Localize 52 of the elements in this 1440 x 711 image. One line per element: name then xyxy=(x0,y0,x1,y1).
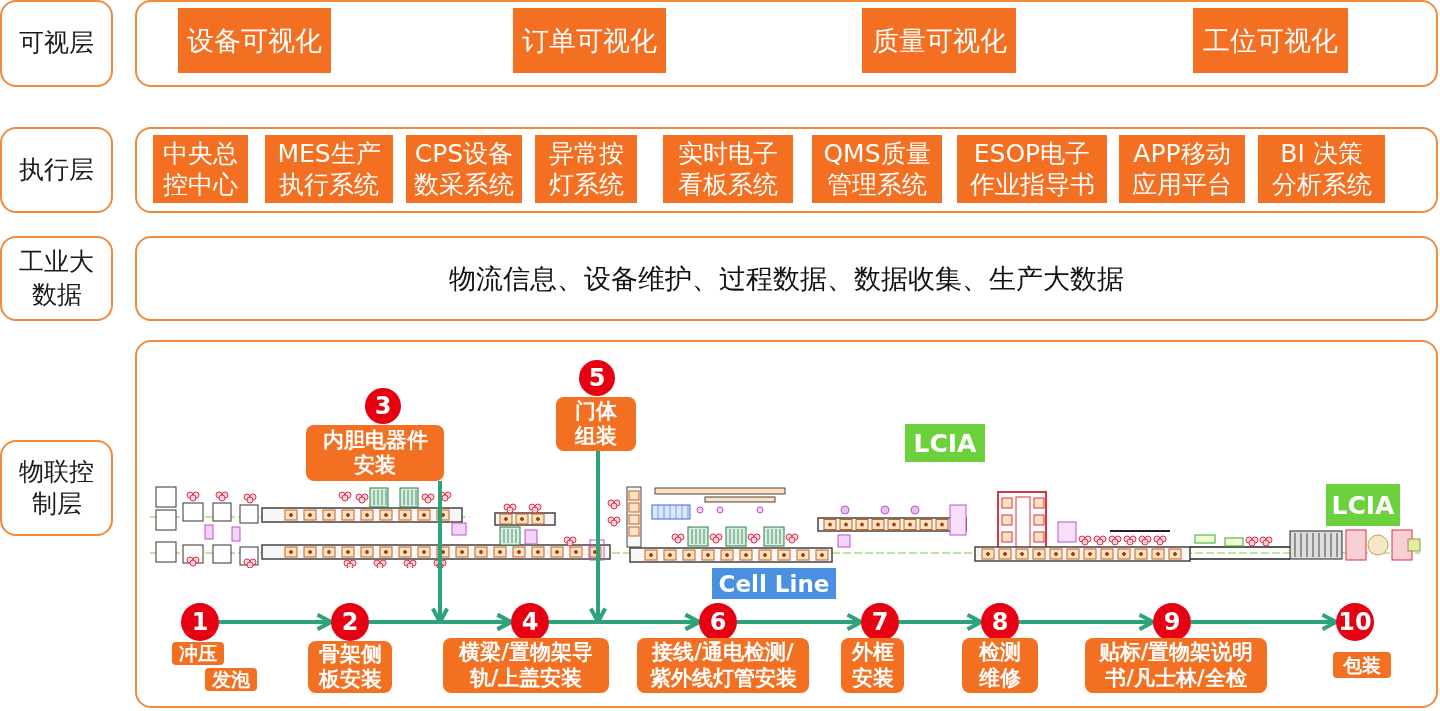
system-tile: BI 决策分析系统 xyxy=(1258,135,1385,203)
layer-label: 工业大数据 xyxy=(0,236,113,321)
arrow xyxy=(899,612,983,632)
layer-label: 物联控制层 xyxy=(0,440,113,536)
module-tile: 工位可视化 xyxy=(1193,8,1348,73)
step-label: 贴标/置物架说明书/凡士林/全检 xyxy=(1085,638,1267,693)
step-label: 内胆电器件安装 xyxy=(306,425,444,481)
layer-panel xyxy=(135,340,1438,708)
lcia-tag: LCIA xyxy=(905,424,985,462)
layer-label: 执行层 xyxy=(0,127,113,213)
system-tile: APP移动应用平台 xyxy=(1119,135,1245,203)
arrow xyxy=(1191,612,1338,632)
data-panel: 物流信息、设备维护、过程数据、数据收集、生产大数据 xyxy=(135,236,1438,321)
arrow xyxy=(1019,612,1155,632)
system-tile: CPS设备数采系统 xyxy=(406,135,522,203)
system-tile: 异常按灯系统 xyxy=(535,135,637,203)
step-label: 检测维修 xyxy=(962,638,1038,693)
step-number-marker: 10 xyxy=(1336,603,1374,641)
arrow xyxy=(219,612,333,632)
step-label: 接线/通电检测/紫外线灯管安装 xyxy=(637,638,809,693)
arrow xyxy=(589,451,699,631)
system-tile: ESOP电子作业指导书 xyxy=(957,135,1107,203)
cell-line-tag: Cell Line xyxy=(712,568,836,599)
step-label: 门体组装 xyxy=(556,397,636,451)
system-tile: MES生产执行系统 xyxy=(265,135,393,203)
step-number-marker: 1 xyxy=(181,603,219,641)
layer-panel xyxy=(135,0,1438,87)
lcia-tag: LCIA xyxy=(1326,484,1400,526)
layer-label: 可视层 xyxy=(0,0,113,87)
system-tile: 中央总控中心 xyxy=(153,135,248,203)
step-number-marker: 7 xyxy=(861,603,899,641)
step-label: 横梁/置物架导轨/上盖安装 xyxy=(443,638,609,693)
layer-panel xyxy=(135,127,1438,213)
module-tile: 订单可视化 xyxy=(513,8,666,73)
step-label: 外框安装 xyxy=(841,638,904,693)
module-tile: 设备可视化 xyxy=(178,8,331,73)
step-number-marker: 5 xyxy=(579,360,615,396)
step-number-marker: 9 xyxy=(1153,603,1191,641)
step-label: 包装 xyxy=(1333,652,1391,678)
step-number-marker: 4 xyxy=(511,603,549,641)
step-number-marker: 6 xyxy=(699,603,737,641)
step-number-marker: 2 xyxy=(331,603,369,641)
arrow xyxy=(431,481,511,631)
system-tile: 实时电子看板系统 xyxy=(663,135,793,203)
system-tile: QMS质量管理系统 xyxy=(812,135,942,203)
arrow xyxy=(737,612,863,632)
step-number-marker: 8 xyxy=(981,603,1019,641)
module-tile: 质量可视化 xyxy=(862,8,1016,73)
step-label: 发泡 xyxy=(205,668,257,691)
step-number-marker: 3 xyxy=(365,388,401,424)
step-label: 骨架侧板安装 xyxy=(308,641,392,693)
step-label: 冲压 xyxy=(172,642,224,665)
